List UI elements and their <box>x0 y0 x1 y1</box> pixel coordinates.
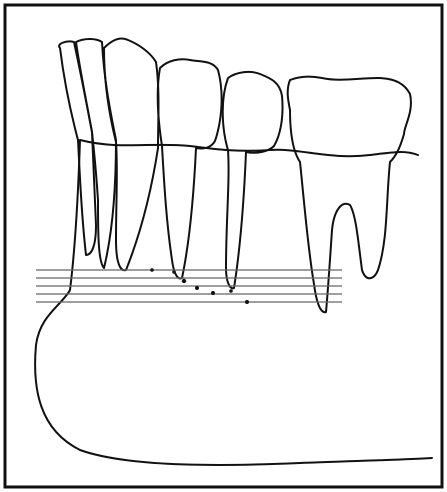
marker-dot <box>150 268 154 272</box>
marker-dot <box>211 291 215 295</box>
marker-dot <box>245 300 249 304</box>
marker-dot <box>172 270 176 274</box>
marker-dot <box>229 289 233 293</box>
marker-dot <box>182 279 186 283</box>
marker-dot <box>195 286 199 290</box>
